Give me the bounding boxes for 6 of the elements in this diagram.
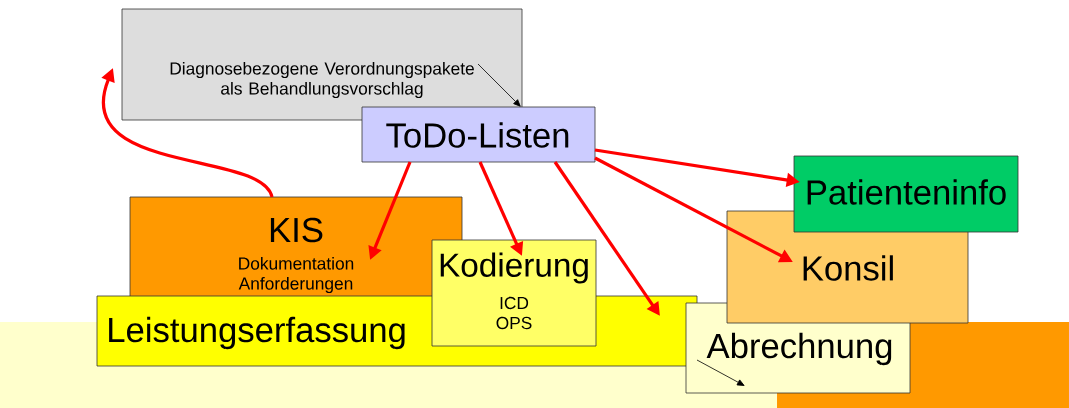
box: Diagnosebezogene Verordnungspakete als Behandlungsvorschlag (121, 8, 523, 121)
box: Kodierung ICD OPS (431, 239, 597, 347)
box: Patienteninfo (793, 155, 1019, 233)
box: ToDo-Listen (361, 106, 596, 163)
arrow (696, 359, 745, 386)
arrow (477, 63, 521, 107)
